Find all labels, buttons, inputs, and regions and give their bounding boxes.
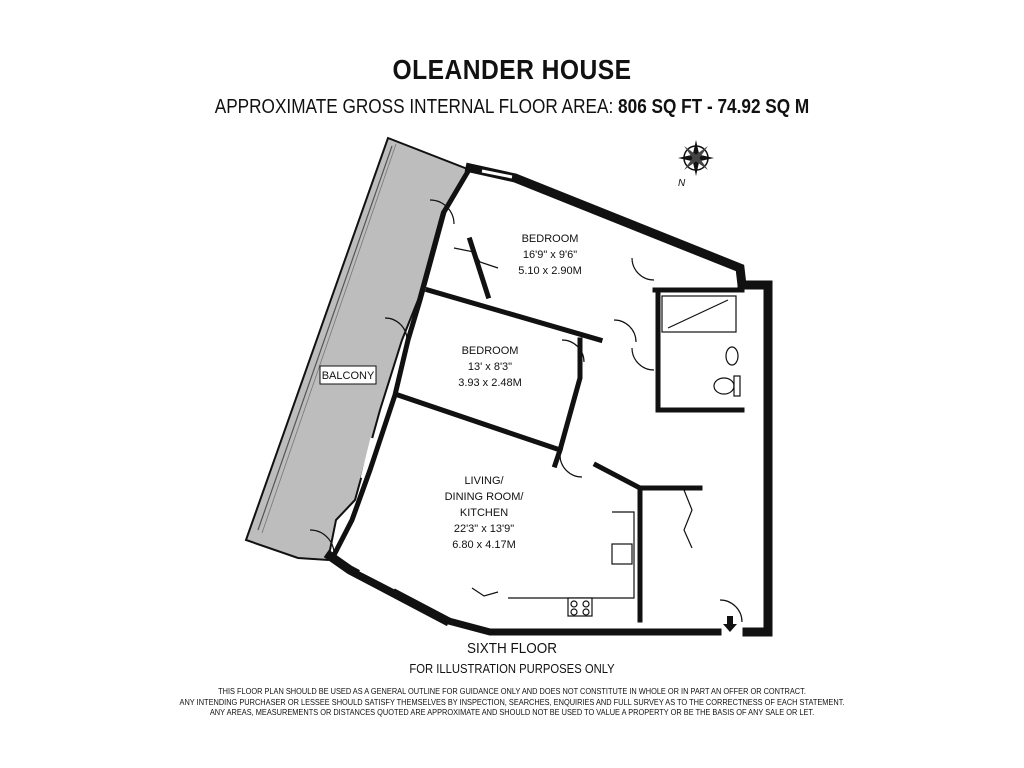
disclaimer-line-2: ANY INTENDING PURCHASER OR LESSEE SHOULD… [179, 696, 845, 707]
disclaimer: THIS FLOOR PLAN SHOULD BE USED AS A GENE… [72, 686, 953, 718]
balcony-rail [257, 145, 393, 531]
floor-area-line: APPROXIMATE GROSS INTERNAL FLOOR AREA: 8… [72, 96, 953, 119]
balcony-label-box [319, 365, 377, 385]
bedroom2-imperial: 13' x 8'3" [468, 361, 512, 373]
living-line1: LIVING/ [464, 475, 504, 487]
floor-area-label: APPROXIMATE GROSS INTERNAL FLOOR AREA: [214, 96, 614, 118]
cupboards [453, 247, 693, 597]
living-line2: DINING ROOM/ [445, 491, 525, 503]
balcony-rail-inner [261, 143, 397, 534]
living-line3: KITCHEN [460, 507, 508, 519]
compass-north-label: N [678, 178, 686, 189]
floor-area-sqm: 74.92 SQ M [717, 96, 810, 118]
bedroom1-imperial: 16'9" x 9'6" [523, 249, 577, 261]
toilet [713, 377, 735, 395]
compass-rose-icon [678, 140, 714, 176]
hob [567, 597, 593, 617]
interior-walls [394, 236, 745, 623]
property-title: OLEANDER HOUSE [392, 54, 632, 85]
living-imperial: 22'3" x 13'9" [454, 523, 514, 535]
floor-area-sqft: 806 SQ FT [618, 96, 703, 118]
illustration-note: FOR ILLUSTRATION PURPOSES ONLY [409, 662, 615, 676]
entrance-arrow-icon [723, 616, 737, 632]
floor-name: SIXTH FLOOR [466, 640, 557, 657]
bedroom1-metric: 5.10 x 2.90M [518, 265, 582, 277]
disclaimer-line-1: THIS FLOOR PLAN SHOULD BE USED AS A GENE… [218, 686, 806, 696]
floor-area-separator: - [706, 96, 713, 118]
washbasin [725, 346, 739, 366]
disclaimer-line-3: ANY AREAS, MEASUREMENTS OR DISTANCES QUO… [209, 707, 815, 717]
kitchen-fixtures [508, 511, 635, 617]
bathroom-fixtures [661, 295, 741, 397]
windows [359, 169, 513, 590]
door-swings [309, 199, 743, 623]
bedroom2-metric: 3.93 x 2.48M [458, 377, 522, 389]
kitchen-sink [611, 543, 633, 565]
balcony-label: BALCONY [322, 370, 375, 382]
bedroom2-name: BEDROOM [462, 345, 519, 357]
living-metric: 6.80 x 4.17M [452, 539, 516, 551]
bedroom1-name: BEDROOM [522, 233, 579, 245]
